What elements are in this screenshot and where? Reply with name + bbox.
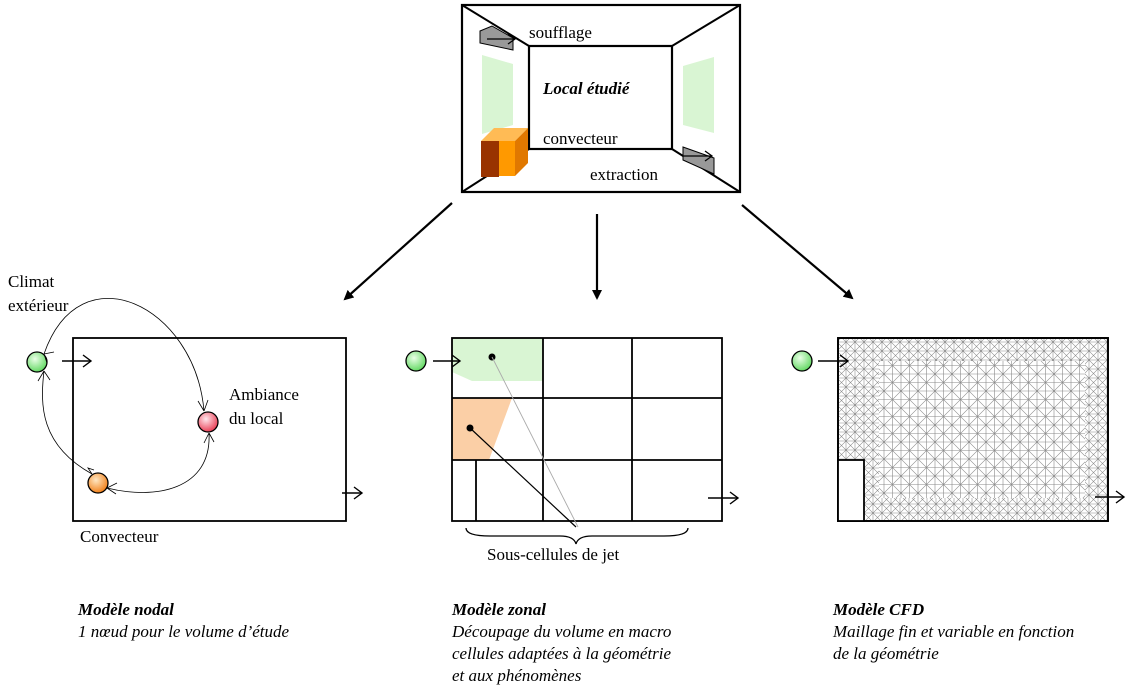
supply-vent	[479, 25, 514, 51]
ambiance-label-1: Ambiance	[229, 385, 299, 404]
zonal-model	[405, 337, 740, 545]
cfd-title: Modèle CFD	[833, 600, 925, 619]
cfd-inlet-node	[791, 350, 813, 372]
convecteur-room-label: convecteur	[543, 129, 618, 148]
convector-node	[87, 472, 109, 494]
zonal-inlet-node	[405, 350, 427, 372]
zonal-desc-2: cellules adaptées à la géométrie	[452, 644, 672, 663]
soufflage-label: soufflage	[529, 23, 592, 42]
arrow-to-cfd	[741, 204, 854, 300]
left-window	[482, 55, 513, 134]
cfd-model	[791, 337, 1126, 522]
cfd-convector	[837, 459, 865, 522]
zonal-desc-1: Découpage du volume en macro	[452, 622, 672, 641]
room-air-node	[197, 411, 219, 433]
zonal-title: Modèle zonal	[452, 600, 546, 619]
ambiance-label-2: du local	[229, 409, 284, 428]
right-window	[683, 57, 714, 133]
extraction-vent	[682, 146, 715, 175]
nodal-title: Modèle nodal	[78, 600, 174, 619]
room-perspective	[460, 3, 742, 194]
extraction-label: extraction	[590, 165, 658, 184]
climat-label-2: extérieur	[8, 296, 69, 315]
subcells-brace	[465, 527, 689, 545]
nodal-model	[26, 297, 364, 522]
zonal-desc-3: et aux phénomènes	[452, 666, 582, 685]
arrow-to-nodal	[343, 202, 453, 301]
cfd-desc-2: de la géométrie	[833, 644, 939, 663]
convector-block	[481, 128, 528, 177]
cfd-desc-1: Maillage fin et variable en fonction	[833, 622, 1075, 641]
convecteur-nodal-label: Convecteur	[80, 527, 159, 546]
climat-label-1: Climat	[8, 272, 55, 291]
local-label: Local étudié	[543, 79, 630, 98]
subcells-label: Sous-cellules de jet	[487, 545, 620, 564]
nodal-desc-1: 1 nœud pour le volume d’étude	[78, 622, 290, 641]
